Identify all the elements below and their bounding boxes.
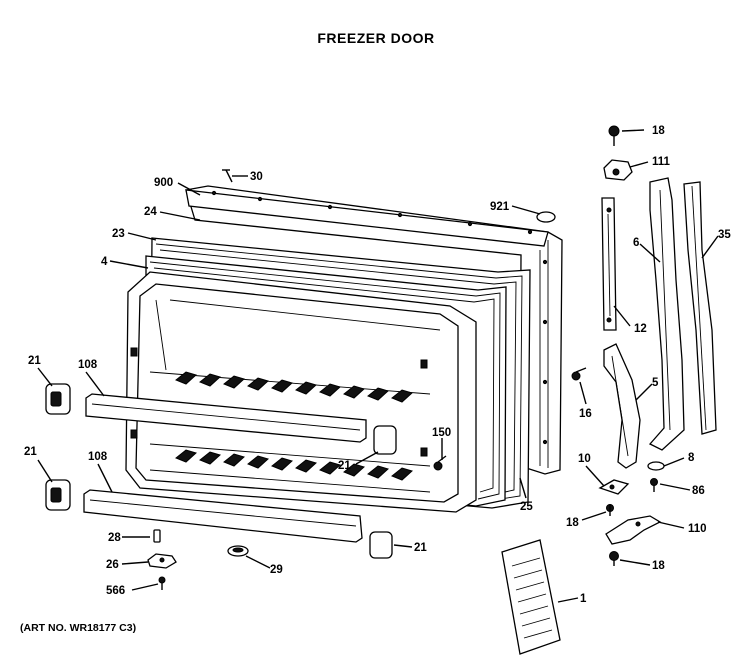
- callout-110: 110: [688, 523, 707, 535]
- screw-18-bottom: [609, 551, 619, 566]
- bracket-26: [147, 553, 177, 569]
- literature-booklet: [501, 539, 561, 655]
- plug-921: [536, 211, 556, 223]
- bracket-12: [601, 197, 617, 331]
- callout-900: 900: [154, 177, 173, 189]
- door-liner: [125, 271, 477, 513]
- bottom-hinge-110: [605, 515, 662, 545]
- shelf-bar-upper: [85, 393, 367, 443]
- art-number: (ART NO. WR18177 C3): [20, 622, 137, 634]
- washer-8: [647, 461, 665, 471]
- callout-35: 35: [718, 229, 731, 241]
- callout-86: 86: [692, 485, 705, 497]
- callout-5: 5: [652, 377, 659, 389]
- callout-26: 26: [106, 559, 119, 571]
- callout-21-right-lower: 21: [414, 542, 427, 554]
- callout-25: 25: [520, 501, 533, 513]
- hinge-arm-6: [648, 177, 685, 451]
- end-cap-right-upper: [373, 425, 397, 455]
- end-cap-left-upper: [45, 383, 71, 415]
- callout-8: 8: [688, 452, 695, 464]
- hinge-block-10: [598, 479, 630, 495]
- callout-28: 28: [108, 532, 121, 544]
- screw-top: [608, 125, 620, 146]
- pin-28: [153, 529, 161, 543]
- callout-566: 566: [106, 585, 125, 597]
- callout-21-left-lower: 21: [24, 446, 37, 458]
- screw-18-mid: [606, 504, 614, 516]
- trim-35: [683, 181, 717, 435]
- callout-16: 16: [579, 408, 592, 420]
- end-cap-right-lower: [369, 531, 393, 559]
- screw-86: [650, 478, 658, 492]
- callout-108-upper: 108: [78, 359, 98, 371]
- callout-18-bottom: 18: [652, 560, 665, 572]
- callout-108-lower: 108: [88, 451, 108, 463]
- diagram-title: FREEZER DOOR: [317, 30, 435, 46]
- screw-16: [571, 367, 587, 381]
- callout-18-mid: 18: [566, 517, 579, 529]
- callout-21-right-upper: 21: [338, 460, 351, 472]
- callout-1: 1: [580, 593, 587, 605]
- callout-labels: 18 111 30 900 24 921 23 6 35 4 12 21 108…: [24, 125, 731, 605]
- plug-29: [227, 545, 249, 557]
- screw-30: [222, 169, 233, 183]
- callout-111: 111: [652, 156, 671, 168]
- callout-4: 4: [101, 256, 108, 268]
- callout-18-top: 18: [652, 125, 665, 137]
- callout-921: 921: [490, 201, 510, 213]
- hinge-cap-111: [603, 159, 633, 181]
- end-cap-left-lower: [45, 479, 71, 511]
- callout-10: 10: [578, 453, 591, 465]
- leader-lines: [37, 129, 719, 603]
- callout-6: 6: [633, 237, 639, 249]
- callout-23: 23: [112, 228, 125, 240]
- callout-12: 12: [634, 323, 647, 335]
- callout-150: 150: [432, 427, 451, 439]
- callout-30: 30: [250, 171, 263, 183]
- callout-29: 29: [270, 564, 283, 576]
- screw-566: [158, 576, 166, 590]
- handle-cover-5: [603, 343, 641, 469]
- callout-21-left-upper: 21: [28, 355, 41, 367]
- callout-24: 24: [144, 206, 157, 218]
- shelf-bar-lower: [83, 489, 363, 543]
